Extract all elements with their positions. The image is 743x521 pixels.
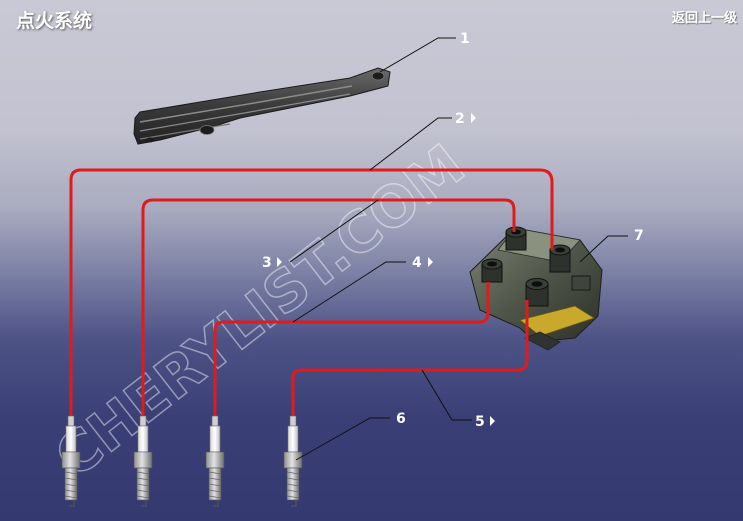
ignition-wire-cylinder-4 (291, 300, 529, 420)
leader-line-1 (379, 37, 456, 73)
callouts: 1 2 3 4 5 6 7 (262, 31, 644, 430)
watermark-text: CHERYLIST.COM (44, 133, 477, 491)
coil-tower (525, 278, 549, 307)
spark-plugs (61, 415, 303, 507)
ignition-cover-bracket (133, 67, 391, 145)
spark-plug (205, 415, 225, 507)
leader-lines (289, 37, 628, 461)
page-title: 点火系统 (16, 10, 93, 32)
ignition-coil (469, 226, 603, 351)
callout-4[interactable]: 4 (412, 255, 422, 271)
ignition-wire-cylinder-2 (141, 198, 516, 420)
coil-tower (549, 244, 571, 273)
leader-line-3 (289, 199, 379, 263)
spark-plug (133, 415, 153, 507)
callout-3[interactable]: 3 (262, 255, 272, 271)
leader-line-4 (292, 261, 406, 323)
leader-line-2 (369, 117, 452, 171)
callout-5[interactable]: 5 (475, 414, 485, 430)
spark-plug (61, 415, 81, 507)
watermark: CHERYLIST.COM (43, 132, 478, 492)
callout-2[interactable]: 2 (455, 111, 465, 127)
leader-line-6 (295, 417, 390, 461)
spark-plug (283, 415, 303, 507)
arrow-right-icon[interactable] (471, 113, 476, 123)
ignition-wire-cylinder-1 (69, 168, 554, 420)
ignition-wires (69, 168, 554, 420)
callout-6: 6 (396, 411, 406, 427)
leader-line-5 (421, 369, 472, 421)
arrow-right-icon[interactable] (277, 257, 282, 267)
arrow-right-icon[interactable] (490, 416, 495, 426)
coil-tower (505, 226, 527, 251)
back-to-parent-link[interactable]: 返回上一级 (671, 11, 737, 26)
arrow-right-icon[interactable] (428, 257, 433, 267)
coil-tower (481, 258, 503, 283)
callout-7: 7 (634, 228, 644, 244)
ignition-wire-cylinder-3 (213, 282, 490, 420)
callout-1[interactable]: 1 (460, 31, 470, 47)
leader-line-7 (579, 235, 628, 263)
